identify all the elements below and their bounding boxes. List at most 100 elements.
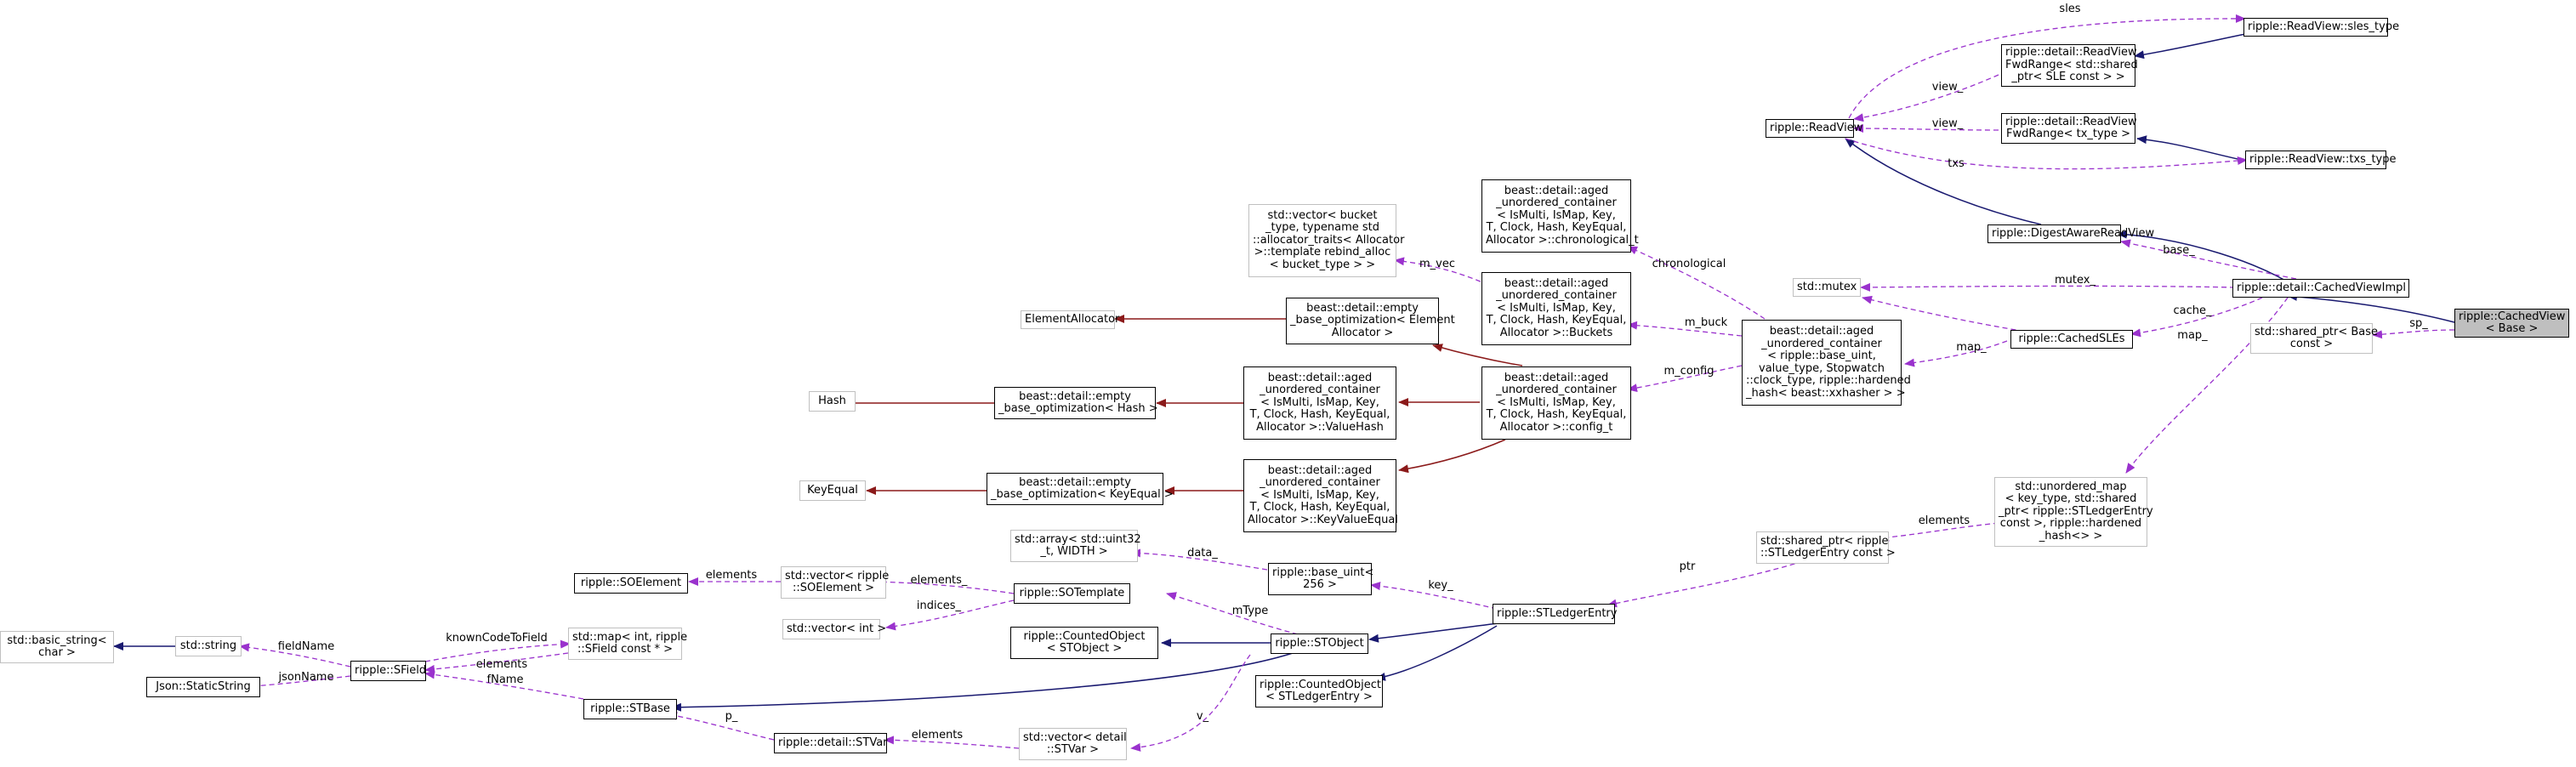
edge-m-buck <box>1627 321 1743 337</box>
node-label-line: _base_optimization< Element <box>1290 314 1455 327</box>
edge-label: elements <box>1919 514 1970 527</box>
edge-label: indices_ <box>917 599 962 612</box>
node-stbase[interactable]: ripple::STBase <box>583 699 677 719</box>
node-label-line: beast::detail::aged <box>1504 184 1609 197</box>
node-std-mutex[interactable]: std::mutex <box>1793 278 1861 297</box>
node-label-line: ripple::STLedgerEntry <box>1497 606 1618 620</box>
edge-label: txs <box>1948 157 1965 170</box>
node-label-line: ::STLedgerEntry const > <box>1760 547 1896 560</box>
node-base-uint[interactable]: ripple::base_uint<256 > <box>1268 563 1374 595</box>
node-label-line: std::vector< ripple <box>785 569 890 582</box>
edge-label: elements_ <box>911 574 968 587</box>
edge-digestaware-readview <box>1845 138 2042 225</box>
node-label-line: std::array< std::uint32 <box>1015 532 1141 546</box>
node-label-line: beast::detail::empty <box>1019 475 1131 489</box>
node-label-line: char > <box>38 646 76 659</box>
node-sles-type[interactable]: ripple::ReadView::sles_type <box>2243 18 2399 37</box>
node-counted-stledger[interactable]: ripple::CountedObject< STLedgerEntry > <box>1255 675 1383 707</box>
node-std-string[interactable]: std::string <box>175 636 242 656</box>
edge-fieldname <box>239 643 351 668</box>
node-label-line: < IsMulti, IsMap, Key, <box>1260 488 1379 502</box>
node-cached-view[interactable]: ripple::CachedView< Base > <box>2454 309 2569 338</box>
edge-mutex <box>1860 282 2236 292</box>
node-value-hash[interactable]: beast::detail::aged_unordered_container<… <box>1243 366 1396 440</box>
node-basic-string[interactable]: std::basic_string<char > <box>0 631 114 663</box>
edge-key <box>1370 582 1498 610</box>
node-counted-stobject[interactable]: ripple::CountedObject< STObject > <box>1010 627 1158 659</box>
node-soelement[interactable]: ripple::SOElement <box>574 573 688 594</box>
edge-label: sp_ <box>2409 317 2428 330</box>
node-key-value-equal[interactable]: beast::detail::aged_unordered_container<… <box>1243 459 1398 532</box>
node-label-line: >::template rebind_alloc <box>1254 246 1391 259</box>
edge-label: mType <box>1232 605 1269 617</box>
node-buckets[interactable]: beast::detail::aged_unordered_container<… <box>1481 272 1631 345</box>
node-cached-sles[interactable]: ripple::CachedSLEs <box>2010 330 2133 349</box>
node-txs-type[interactable]: ripple::ReadView::txs_type <box>2245 151 2397 169</box>
node-label-line: ripple::detail::STVar <box>778 736 888 749</box>
node-label-line: ripple::base_uint< <box>1272 565 1374 579</box>
node-label-line: value_type, Stopwatch <box>1759 361 1885 375</box>
node-label-line: ::SField const * > <box>577 643 674 656</box>
node-ebo-hash[interactable]: beast::detail::empty_base_optimization< … <box>994 387 1158 419</box>
node-label-line: ::STVar > <box>1046 743 1100 756</box>
edge-view1 <box>1853 74 1999 122</box>
node-map-int-sfield[interactable]: std::map< int, ripple::SField const * > <box>568 628 688 660</box>
node-label-line: < IsMulti, IsMap, Key, <box>1497 208 1616 222</box>
edge-base <box>2120 239 2297 280</box>
node-label-line: < IsMulti, IsMap, Key, <box>1260 395 1379 409</box>
node-label-line: KeyEqual <box>807 483 858 497</box>
node-vector-soelement[interactable]: std::vector< ripple::SOElement > <box>781 566 890 599</box>
node-key-equal[interactable]: KeyEqual <box>799 480 866 501</box>
node-element-allocator[interactable]: ElementAllocator <box>1021 310 1119 329</box>
node-label-line: _hash< beast::xxhasher > > <box>1746 386 1906 400</box>
node-label-line: const >, ripple::hardened <box>1999 517 2142 531</box>
node-config-t[interactable]: beast::detail::aged_unordered_container<… <box>1481 366 1631 440</box>
edge-label: elements <box>912 729 964 741</box>
node-label-line: beast::detail::empty <box>1306 301 1419 315</box>
node-array-uint32[interactable]: std::array< std::uint32_t, WIDTH > <box>1010 530 1141 562</box>
node-label-line: T, Clock, Hash, KeyEqual, <box>1249 408 1390 422</box>
node-vector-stvar[interactable]: std::vector< detail::STVar > <box>1019 728 1127 760</box>
edge-elements-sfield <box>424 652 569 673</box>
node-label-line: T, Clock, Hash, KeyEqual, <box>1249 501 1390 514</box>
node-label-line: _unordered_container <box>1260 384 1380 397</box>
node-hash[interactable]: Hash <box>809 391 856 412</box>
node-label-line: Allocator >::config_t <box>1499 420 1613 434</box>
node-cached-view-impl[interactable]: ripple::detail::CachedViewImpl <box>2232 279 2409 298</box>
node-label-line: Allocator > <box>1331 326 1394 339</box>
node-static-string[interactable]: Json::StaticString <box>146 677 260 697</box>
node-label-line: ripple::CountedObject <box>1023 629 1146 643</box>
node-sfield[interactable]: ripple::SField <box>350 661 426 681</box>
node-aged-container[interactable]: beast::detail::aged_unordered_container<… <box>1742 320 1911 406</box>
node-digest-aware-read-view[interactable]: ripple::DigestAwareReadView <box>1987 224 2154 243</box>
node-chronological-t[interactable]: beast::detail::aged_unordered_container<… <box>1481 179 1639 253</box>
edge-label: elements <box>476 658 528 671</box>
node-label-line: FwdRange< tx_type > <box>2006 128 2130 140</box>
node-shared-ptr-stle[interactable]: std::shared_ptr< ripple::STLedgerEntry c… <box>1756 531 1896 564</box>
node-label-line: ripple::detail::ReadView <box>2005 115 2137 128</box>
node-stobject[interactable]: ripple::STObject <box>1271 633 1368 654</box>
edge-label: data_ <box>1187 547 1218 560</box>
node-label-line: beast::detail::aged <box>1504 371 1609 384</box>
node-ebo-element-allocator[interactable]: beast::detail::empty_base_optimization< … <box>1286 298 1455 344</box>
node-vector-int[interactable]: std::vector< int > <box>782 619 886 639</box>
node-ebo-key-equal[interactable]: beast::detail::empty_base_optimization< … <box>987 473 1174 505</box>
node-sotemplate[interactable]: ripple::SOTemplate <box>1014 583 1130 604</box>
node-unordered-map[interactable]: std::unordered_map< key_type, std::share… <box>1994 477 2153 547</box>
node-label-line: std::vector< bucket <box>1267 208 1378 222</box>
node-vector-bucket[interactable]: std::vector< bucket_type, typename std::… <box>1248 204 1404 277</box>
node-label-line: ripple::SOTemplate <box>1019 586 1125 599</box>
edge-ptr <box>1606 560 1804 608</box>
node-read-view[interactable]: ripple::ReadView <box>1766 119 1862 138</box>
node-label-line: Allocator >::Buckets <box>1499 326 1613 339</box>
edge-view2 <box>1853 124 1999 134</box>
node-label-line: std::vector< detail <box>1023 730 1127 744</box>
node-label-line: std::map< int, ripple <box>572 630 688 644</box>
node-stvar[interactable]: ripple::detail::STVar <box>774 733 888 753</box>
node-stledger-entry[interactable]: ripple::STLedgerEntry <box>1493 604 1618 624</box>
edge-map-impl <box>2125 297 2289 474</box>
